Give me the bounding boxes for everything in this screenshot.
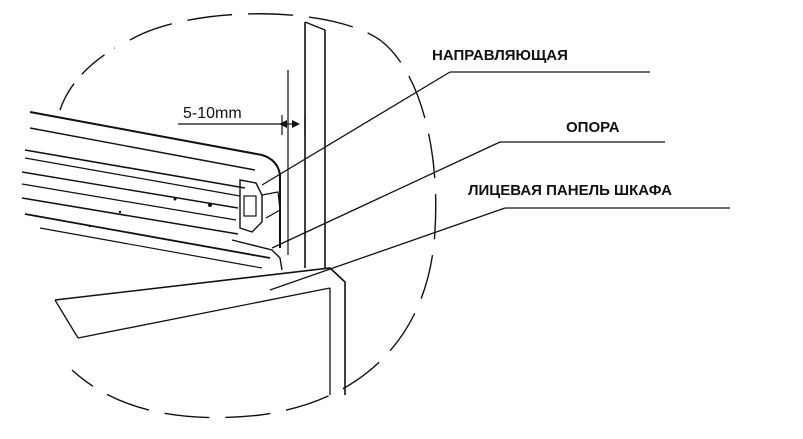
leader-guide	[261, 71, 451, 186]
label-face-panel: ЛИЦЕВАЯ ПАНЕЛЬ ШКАФА	[468, 182, 672, 199]
drawer-slide	[21, 111, 283, 271]
detail-circle	[71, 13, 437, 419]
leader-support	[271, 141, 501, 249]
cabinet-wall	[287, 21, 326, 268]
label-guide: НАПРАВЛЯЮЩАЯ	[432, 47, 568, 64]
face-panel	[54, 267, 346, 395]
leader-panel	[269, 207, 506, 291]
label-support: ОПОРА	[566, 119, 620, 136]
detail-circle-left	[59, 47, 116, 111]
dimension-indicator: 5-10mm	[178, 105, 306, 135]
dimension-label: 5-10mm	[183, 105, 242, 122]
